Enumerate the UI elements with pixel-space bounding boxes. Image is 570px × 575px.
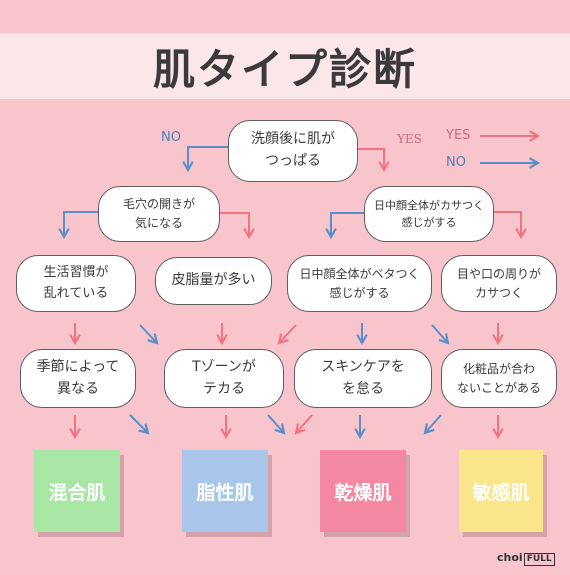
question-q8: 季節によって 異なる — [20, 349, 136, 408]
q6-yes-arrow — [277, 324, 297, 345]
q11-no-arrow — [423, 414, 442, 435]
q4-no-arrow — [139, 324, 159, 345]
q9-no-arrow — [267, 414, 286, 435]
q10-yes-arrow — [294, 414, 313, 435]
question-q10: スキンケアを を怠る — [294, 349, 432, 408]
question-q3: 日中顔全体がカサつく 感じがする — [364, 186, 494, 242]
q7-no-arrow — [431, 324, 450, 345]
question-q7: 目や口の周りが カサつく — [441, 255, 557, 312]
q8-no-arrow — [129, 414, 150, 435]
question-q9: Tゾーンが テカる — [164, 349, 284, 408]
result-combination-skin: 混合肌 — [34, 450, 120, 532]
legend-yes-label: YES — [446, 128, 471, 143]
branch-label-no: NO — [161, 130, 181, 145]
branch-label-yes: YES — [397, 132, 422, 146]
question-q4: 生活習慣が 乱れている — [16, 255, 136, 312]
title-band — [0, 33, 570, 99]
result-oily-skin: 脂性肌 — [182, 450, 268, 532]
q3-yes-arrow — [494, 211, 527, 240]
legend-no-label: NO — [446, 155, 466, 170]
question-q1: 洗顔後に肌が つっぱる — [228, 120, 358, 182]
question-q2: 毛穴の開きが 気になる — [98, 186, 220, 242]
q2-yes-arrow — [220, 212, 255, 240]
q2-no-arrow — [58, 211, 98, 240]
question-q6: 日中顔全体がベタつく 感じがする — [287, 255, 432, 312]
page-title: 肌タイプ診断 — [152, 44, 417, 94]
result-dry-skin: 乾燥肌 — [320, 450, 406, 532]
question-q5: 皮脂量が多い — [155, 257, 272, 305]
q3-no-arrow — [325, 212, 364, 240]
question-q11: 化粧品が合わ ないことがある — [441, 349, 557, 408]
q1-no-arrow — [182, 146, 230, 173]
q1-yes-arrow — [358, 148, 390, 173]
result-sensitive-skin: 敏感肌 — [459, 450, 543, 532]
